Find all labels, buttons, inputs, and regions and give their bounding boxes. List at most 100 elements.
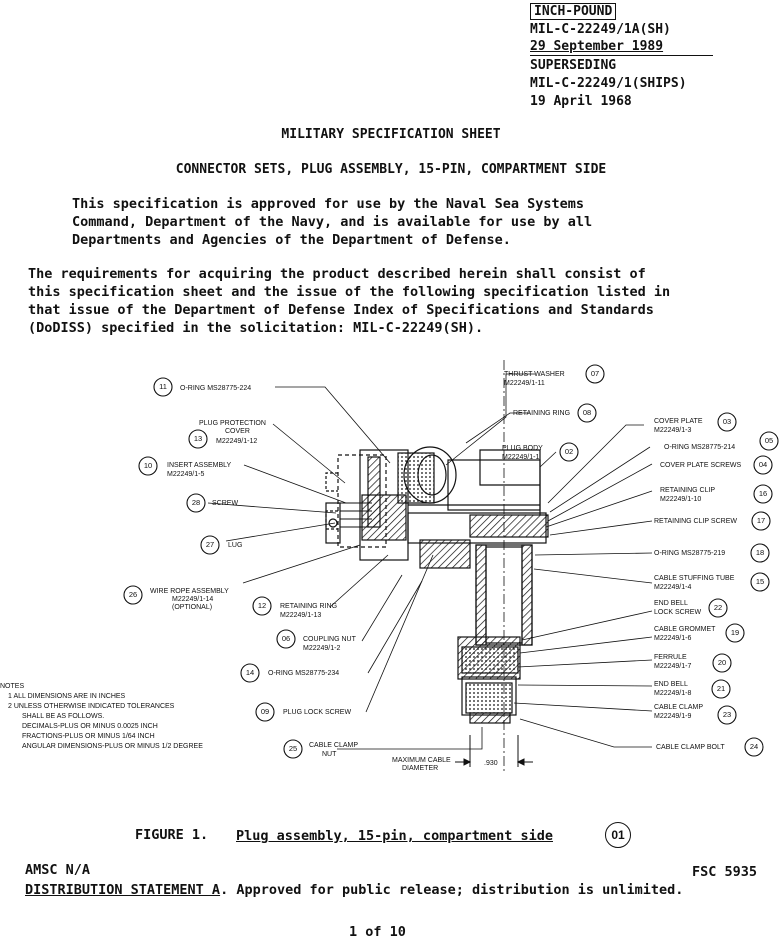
svg-text:M22249/1-6: M22249/1-6: [654, 635, 691, 642]
svg-text:10: 10: [144, 461, 152, 470]
svg-text:22: 22: [714, 603, 722, 612]
svg-text:M22249/1-13: M22249/1-13: [280, 612, 321, 619]
callout-08: 08 RETAINING RING: [513, 403, 597, 423]
approval-line-3: Departments and Agencies of the Departme…: [72, 232, 511, 248]
callout-25: 25 CABLE CLAMP NUT: [283, 739, 358, 759]
requirements-line-1: The requirements for acquiring the produ…: [28, 266, 646, 282]
max-cable-label-2: DIAMETER: [402, 765, 438, 772]
callout-09: 09 PLUG LOCK SCREW: [255, 702, 351, 722]
svg-text:O-RING MS28775-219: O-RING MS28775-219: [654, 550, 725, 557]
svg-text:COVER PLATE: COVER PLATE: [654, 418, 703, 425]
svg-text:PLUG LOCK SCREW: PLUG LOCK SCREW: [283, 709, 351, 716]
dimension-value: .930: [484, 760, 498, 767]
drawing-notes: NOTES 1 ALL DIMENSIONS ARE IN INCHES 2 U…: [0, 683, 203, 750]
svg-text:ANGULAR DIMENSIONS-PLUS OR MIN: ANGULAR DIMENSIONS-PLUS OR MINUS 1/2 DEG…: [22, 743, 203, 750]
svg-text:11: 11: [159, 382, 167, 391]
callout-16: 16 RETAINING CLIP M22249/1-10: [660, 484, 773, 504]
approval-line-1: This specification is approved for use b…: [72, 196, 585, 212]
svg-text:LUG: LUG: [228, 542, 242, 549]
svg-text:M22249/1-7: M22249/1-7: [654, 663, 691, 670]
svg-text:NUT: NUT: [322, 751, 337, 758]
svg-text:RETAINING CLIP SCREW: RETAINING CLIP SCREW: [654, 518, 737, 525]
doc-date: 29 September 1989: [530, 39, 713, 56]
svg-text:NOTES: NOTES: [0, 683, 24, 690]
callout-21: 21 END BELL M22249/1-8: [654, 679, 731, 699]
svg-text:26: 26: [129, 590, 137, 599]
requirements-line-2: this specification sheet and the issue o…: [28, 284, 671, 300]
callout-14: 14 O-RING MS28775-234: [240, 663, 339, 683]
svg-text:09: 09: [261, 707, 269, 716]
svg-text:THRUST WASHER: THRUST WASHER: [504, 371, 565, 378]
callout-03: 03 COVER PLATE M22249/1-3: [654, 412, 737, 434]
svg-text:M22249/1-12: M22249/1-12: [216, 438, 257, 445]
callout-07: 07 THRUST WASHER M22249/1-11: [504, 364, 605, 387]
svg-text:M22249/1-4: M22249/1-4: [654, 584, 691, 591]
svg-text:03: 03: [723, 417, 731, 426]
callout-23: 23 CABLE CLAMP M22249/1-9: [654, 704, 737, 725]
svg-text:19: 19: [731, 628, 739, 637]
svg-text:WIRE ROPE ASSEMBLY: WIRE ROPE ASSEMBLY: [150, 588, 229, 595]
svg-text:CABLE GROMMET: CABLE GROMMET: [654, 626, 716, 633]
svg-text:COVER PLATE SCREWS: COVER PLATE SCREWS: [660, 462, 741, 469]
requirements-line-3: that issue of the Department of Defense …: [28, 302, 654, 318]
svg-text:M22249/1-2: M22249/1-2: [303, 645, 340, 652]
svg-text:12: 12: [258, 601, 266, 610]
callout-12: 12 RETAINING RING M22249/1-13: [252, 596, 337, 619]
superseding-label: SUPERSEDING: [530, 58, 617, 73]
svg-text:CABLE CLAMP: CABLE CLAMP: [309, 742, 358, 749]
old-doc-id: MIL-C-22249/1(SHIPS): [530, 76, 687, 91]
callout-26: 26 WIRE ROPE ASSEMBLY M22249/1-14 (OPTIO…: [123, 585, 229, 611]
svg-text:18: 18: [756, 548, 764, 557]
leader-lines: [207, 373, 653, 750]
svg-text:14: 14: [246, 668, 254, 677]
callout-13: 13 PLUG PROTECTION COVER M22249/1-12: [188, 420, 266, 449]
svg-text:END BELL: END BELL: [654, 681, 688, 688]
svg-text:07: 07: [591, 369, 599, 378]
cable-dimension: [455, 735, 533, 767]
svg-text:M22249/1-1: M22249/1-1: [502, 454, 539, 461]
page-subtitle: CONNECTOR SETS, PLUG ASSEMBLY, 15-PIN, C…: [175, 162, 607, 177]
callout-22: 22 END BELL LOCK SCREW: [654, 598, 728, 618]
figure-caption: Plug assembly, 15-pin, compartment side: [236, 828, 553, 844]
svg-text:08: 08: [583, 408, 591, 417]
svg-text:17: 17: [757, 516, 765, 525]
svg-text:PLUG BODY: PLUG BODY: [502, 445, 543, 452]
callout-04: 04 COVER PLATE SCREWS: [660, 455, 773, 475]
svg-text:25: 25: [289, 744, 297, 753]
callout-15: 15 CABLE STUFFING TUBE M22249/1-4: [654, 572, 770, 592]
fsc-label: FSC 5935: [692, 864, 758, 880]
svg-text:24: 24: [750, 742, 758, 751]
svg-text:27: 27: [206, 540, 214, 549]
svg-text:CABLE CLAMP: CABLE CLAMP: [654, 704, 703, 711]
svg-text:M22249/1-8: M22249/1-8: [654, 690, 691, 697]
svg-text:(OPTIONAL): (OPTIONAL): [172, 604, 212, 611]
callout-18: 18 O-RING MS28775-219: [654, 543, 770, 563]
svg-text:16: 16: [759, 489, 767, 498]
callout-20: 20 FERRULE M22249/1-7: [654, 653, 732, 673]
requirements-line-4: (DoDISS) specified in the solicitation: …: [28, 320, 484, 336]
callout-06: 06 COUPLING NUT M22249/1-2: [276, 629, 357, 652]
svg-text:21: 21: [717, 684, 725, 693]
svg-text:CABLE CLAMP BOLT: CABLE CLAMP BOLT: [656, 744, 725, 751]
svg-text:SCREW: SCREW: [212, 500, 238, 507]
svg-text:FRACTIONS-PLUS OR MINUS 1/64 I: FRACTIONS-PLUS OR MINUS 1/64 INCH: [22, 733, 155, 740]
old-doc-date: 19 April 1968: [530, 94, 632, 109]
svg-text:O-RING MS28775-234: O-RING MS28775-234: [268, 670, 339, 677]
figure-label: FIGURE 1.: [135, 827, 209, 843]
callout-24: 24 CABLE CLAMP BOLT: [656, 737, 764, 757]
callout-19: 19 CABLE GROMMET M22249/1-6: [654, 623, 745, 643]
svg-text:M22249/1-9: M22249/1-9: [654, 713, 691, 720]
svg-text:1 ALL DIMENSIONS ARE IN INCHE: 1 ALL DIMENSIONS ARE IN INCHES: [8, 693, 126, 700]
svg-text:LOCK SCREW: LOCK SCREW: [654, 609, 701, 616]
page-number: 1 of 10: [349, 924, 406, 940]
svg-text:02: 02: [565, 447, 573, 456]
callout-28: 28 SCREW: [186, 493, 238, 513]
svg-text:RETAINING CLIP: RETAINING CLIP: [660, 487, 715, 494]
svg-text:M22249/1-14: M22249/1-14: [172, 596, 213, 603]
amsc-label: AMSC N/A: [25, 862, 91, 878]
approval-line-2: Command, Department of the Navy, and is …: [72, 214, 593, 230]
svg-text:M22249/1-3: M22249/1-3: [654, 427, 691, 434]
svg-text:13: 13: [194, 434, 202, 443]
figure-number-badge: 01: [605, 822, 631, 848]
doc-id: MIL-C-22249/1A(SH): [530, 22, 671, 37]
